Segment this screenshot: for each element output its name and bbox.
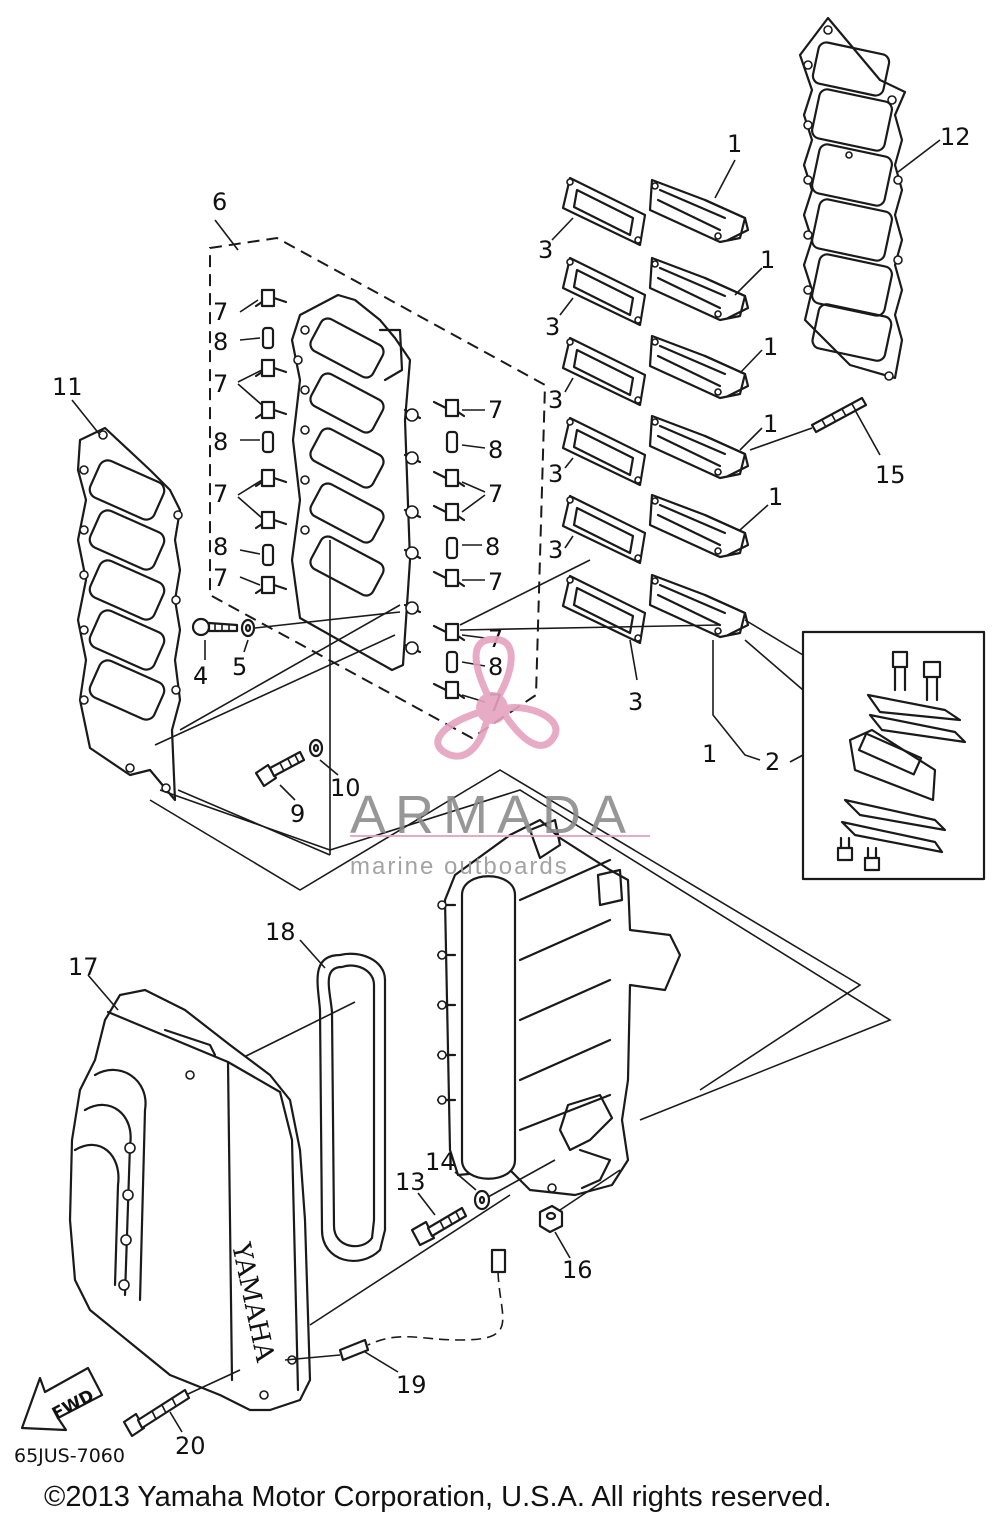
callout-1f: 1	[702, 740, 717, 768]
seal-part-18	[316, 952, 387, 1262]
callout-6: 6	[212, 188, 227, 216]
hose-part-19	[338, 1248, 507, 1362]
washer-part-14	[473, 1189, 491, 1211]
callout-1c: 1	[763, 333, 778, 361]
callout-2: 2	[765, 748, 780, 776]
callout-10: 10	[330, 774, 361, 802]
callout-8a: 8	[213, 328, 228, 356]
callout-4: 4	[193, 662, 208, 690]
callout-9: 9	[290, 800, 305, 828]
callout-8c: 8	[213, 533, 228, 561]
callout-11: 11	[52, 373, 83, 401]
callout-3c: 3	[548, 386, 563, 414]
armada-watermark: ARMADA marine outboards	[350, 635, 650, 880]
bolt-part-20	[122, 1388, 191, 1438]
forward-arrow-icon	[20, 1366, 104, 1432]
reed-valve-detail-inset	[744, 619, 986, 881]
diagram-code: 65JUS-7060	[14, 1445, 125, 1467]
callout-7b: 7	[213, 370, 228, 398]
callout-1a: 1	[727, 130, 742, 158]
callout-3a: 3	[538, 236, 553, 264]
reed-valve-part-1-group	[648, 178, 750, 639]
propeller-icon	[434, 635, 560, 760]
callout-5: 5	[232, 653, 247, 681]
callout-19: 19	[396, 1371, 427, 1399]
callout-8b: 8	[213, 428, 228, 456]
callout-7a: 7	[213, 298, 228, 326]
bolt-part-4	[191, 617, 239, 637]
copyright-text: ©2013 Yamaha Motor Corporation, U.S.A. A…	[44, 1481, 832, 1513]
bolt-part-9	[254, 750, 306, 788]
callout-7g: 7	[488, 568, 503, 596]
callout-7d: 7	[213, 564, 228, 592]
washer-part-5	[240, 618, 256, 638]
gasket-part-3-group	[561, 176, 647, 645]
callout-1b: 1	[760, 246, 775, 274]
callout-3f: 3	[628, 688, 643, 716]
washer-part-10	[308, 738, 324, 758]
callout-15: 15	[875, 461, 906, 489]
fittings-right-group	[432, 398, 466, 700]
callout-17: 17	[68, 953, 99, 981]
callout-20: 20	[175, 1432, 206, 1460]
watermark-tagline: marine outboards	[350, 853, 569, 880]
callout-1e: 1	[768, 483, 783, 511]
callout-14: 14	[425, 1148, 456, 1176]
callout-3b: 3	[545, 313, 560, 341]
callout-3e: 3	[548, 536, 563, 564]
silencer-cover-part-17	[68, 988, 312, 1412]
watermark-brand: ARMADA	[350, 785, 635, 845]
fittings-left-group	[254, 288, 288, 595]
gasket-part-11	[76, 426, 183, 802]
callout-3d: 3	[548, 460, 563, 488]
callout-1d: 1	[763, 410, 778, 438]
callout-7f: 7	[488, 480, 503, 508]
gasket-part-12	[798, 16, 907, 381]
nut-part-16	[538, 1204, 564, 1234]
callout-8e: 8	[485, 533, 500, 561]
intake-housing	[436, 818, 682, 1197]
callout-18: 18	[265, 918, 296, 946]
bolt-part-13	[410, 1206, 468, 1247]
callout-8d: 8	[488, 436, 503, 464]
callout-13: 13	[395, 1168, 426, 1196]
callout-8f: 8	[488, 653, 503, 681]
callout-16: 16	[562, 1256, 593, 1284]
callout-7c: 7	[213, 480, 228, 508]
intake-manifold-part-6: 6	[209, 188, 547, 740]
callout-12: 12	[940, 123, 971, 151]
callout-7e: 7	[488, 396, 503, 424]
